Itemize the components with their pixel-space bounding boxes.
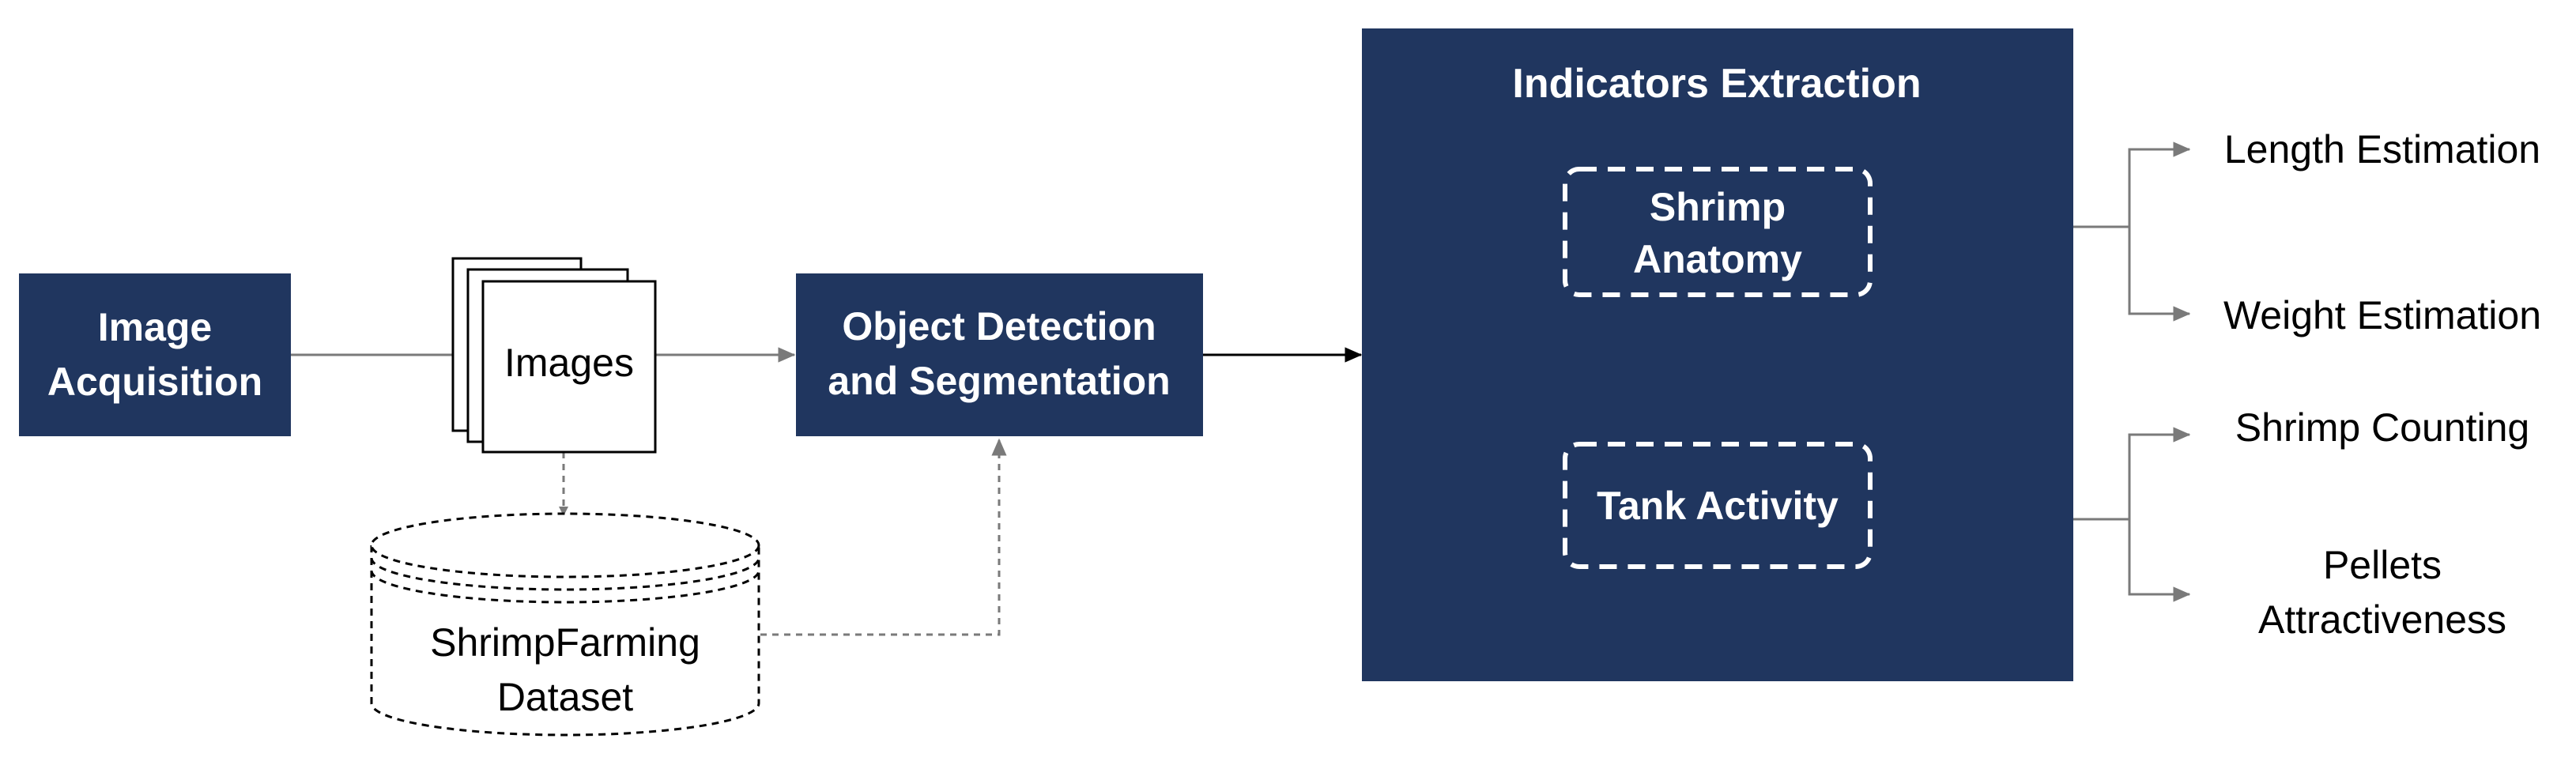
connector-tank-to-pellets <box>2128 519 2191 602</box>
connector-anatomy-to-weight <box>2128 227 2191 322</box>
connector-dataset-to-detection <box>760 438 1007 636</box>
dataset-cylinder: ShrimpFarming Dataset <box>370 512 760 737</box>
shrimp-anatomy-label-line2: Anatomy <box>1633 237 1802 281</box>
indicators-extraction-title: Indicators Extraction <box>1512 61 1921 107</box>
shrimp-anatomy-box: Shrimp Anatomy <box>1563 167 1873 297</box>
output-length-estimation: Length Estimation <box>2224 127 2540 171</box>
image-acquisition-label-line2: Acquisition <box>47 360 262 404</box>
dataset-label-line2: Dataset <box>497 675 633 719</box>
output-pellets-line1: Pellets <box>2323 543 2442 587</box>
tank-activity-box: Tank Activity <box>1563 442 1873 569</box>
object-detection-label-line2: and Segmentation <box>828 359 1170 403</box>
connector-anatomy-to-length <box>2128 141 2191 227</box>
dataset-label-line1: ShrimpFarming <box>430 620 700 665</box>
image-acquisition-box: Image Acquisition <box>19 273 291 436</box>
object-detection-label-line1: Object Detection <box>842 304 1156 349</box>
output-pellets-line2: Attractiveness <box>2258 597 2506 642</box>
output-weight-estimation: Weight Estimation <box>2223 293 2541 337</box>
shrimp-anatomy-label-line1: Shrimp <box>1650 185 1786 229</box>
output-shrimp-counting: Shrimp Counting <box>2235 405 2529 450</box>
object-detection-box: Object Detection and Segmentation <box>796 273 1203 436</box>
tank-activity-label: Tank Activity <box>1597 484 1839 528</box>
image-acquisition-label-line1: Image <box>98 305 213 349</box>
indicators-extraction-panel: Indicators Extraction Shrimp Anatomy Tan… <box>1362 28 2073 681</box>
images-label: Images <box>504 341 634 385</box>
connector-tank-to-counting <box>2128 427 2191 519</box>
images-stack: Images <box>451 257 657 454</box>
